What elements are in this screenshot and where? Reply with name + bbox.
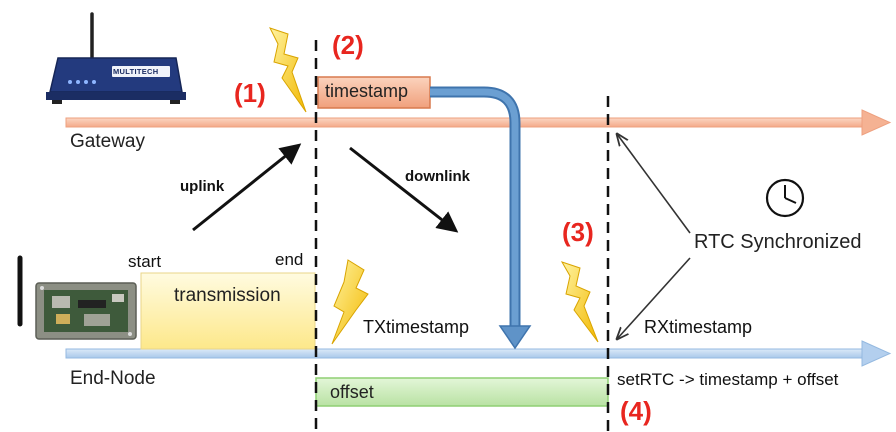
rtc-synchronized-label: RTC Synchronized xyxy=(694,231,862,253)
downlink-arrow xyxy=(349,146,459,233)
tx-timestamp-label: TXtimestamp xyxy=(363,317,470,337)
gateway-router-icon xyxy=(46,12,186,104)
end-node-timeline xyxy=(65,340,892,367)
uplink-label: uplink xyxy=(180,178,225,195)
step-3-label: (3) xyxy=(562,217,594,247)
end-node-label: End-Node xyxy=(70,368,156,389)
offset-box-shape xyxy=(315,377,609,407)
timestamp-box-shape xyxy=(317,76,431,109)
clock-icon xyxy=(765,178,805,218)
lightning-bolt-icon xyxy=(269,27,307,113)
rx-timestamp-label: RXtimestamp xyxy=(644,317,753,337)
lightning-bolt-icon xyxy=(331,259,369,345)
step-4-label: (4) xyxy=(620,396,652,426)
step-1-label: (1) xyxy=(234,78,266,108)
lightning-bolt-icon xyxy=(560,261,599,343)
gateway-logo-text: MULTITECH xyxy=(113,67,159,76)
downlink-label: downlink xyxy=(405,168,470,185)
uplink-arrow xyxy=(192,143,302,232)
gateway-timeline xyxy=(65,109,892,136)
start-label: start xyxy=(128,252,162,271)
rtc-sync-arrow-to-gateway xyxy=(617,134,691,234)
offset-label: offset xyxy=(330,382,374,402)
transmission-box-shape xyxy=(140,272,316,350)
gateway-label: Gateway xyxy=(70,131,145,152)
timestamp-transfer-arrow xyxy=(430,86,532,350)
end-label: end xyxy=(275,250,304,269)
set-rtc-label: setRTC -> timestamp + offset xyxy=(617,370,839,389)
step-2-label: (2) xyxy=(332,30,364,60)
timestamp-label: timestamp xyxy=(325,81,409,101)
end-node-board-icon xyxy=(17,255,137,340)
rtc-sync-arrow-to-node xyxy=(617,257,691,339)
transmission-label: transmission xyxy=(174,285,281,306)
